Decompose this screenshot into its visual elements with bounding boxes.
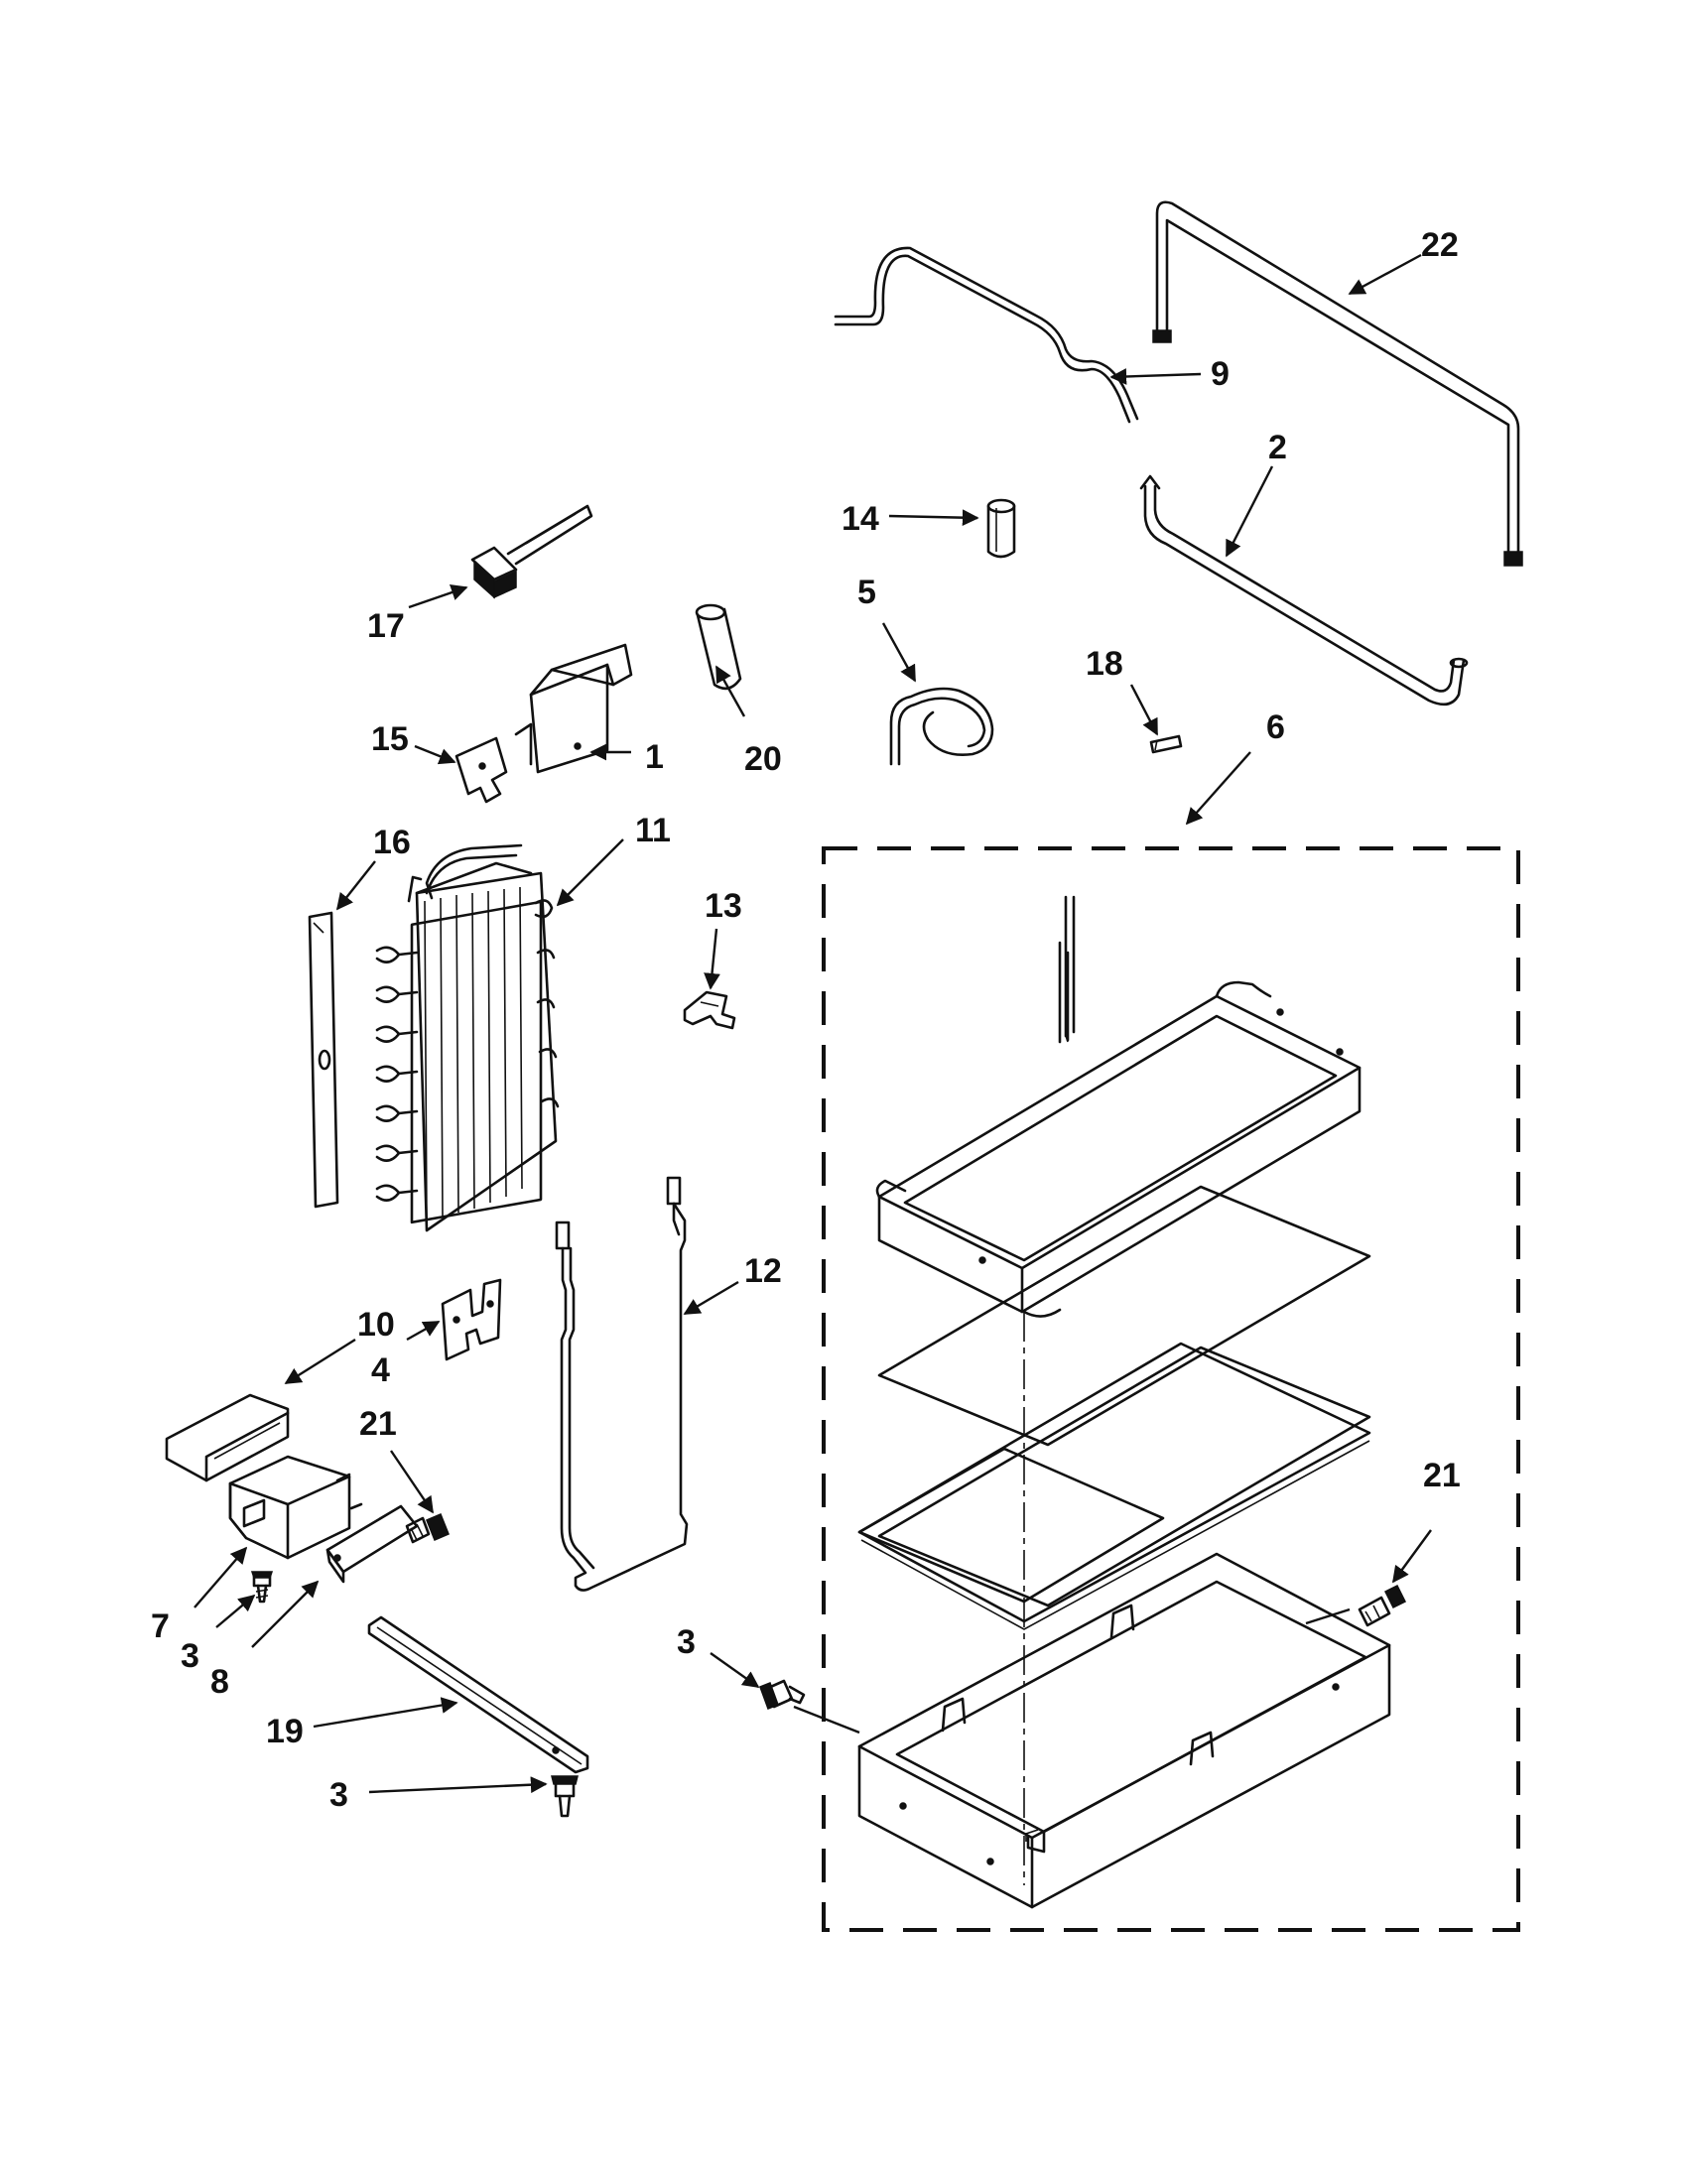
callout-6: 6	[1266, 708, 1285, 746]
part-20-plug[interactable]	[695, 603, 742, 691]
callout-5: 5	[857, 574, 876, 611]
part-3-screw-c[interactable]	[551, 1775, 579, 1818]
part-22-tube[interactable]	[1152, 200, 1523, 567]
part-6-sheet-2[interactable]	[877, 1346, 1371, 1607]
callout-4: 4	[371, 1351, 390, 1389]
callout-7: 7	[151, 1607, 170, 1645]
callout-9: 9	[1211, 355, 1230, 393]
callout-13: 13	[705, 887, 742, 925]
part-15-plate[interactable]	[454, 736, 508, 804]
part-6-rod[interactable]	[1058, 895, 1076, 1044]
leader-lines	[194, 253, 1432, 1794]
callout-11: 11	[635, 812, 671, 849]
part-14-sleeve[interactable]	[986, 498, 1016, 559]
callouts: 22 9 2 14 5 18 6 17 20 15 1 16 11 13 12 …	[151, 226, 1461, 1814]
part-11-evaporator[interactable]	[375, 843, 560, 1232]
part-6-sheet-1[interactable]	[877, 1185, 1371, 1447]
callout-21b: 21	[1423, 1457, 1461, 1494]
callout-20: 20	[744, 740, 782, 778]
part-4-bracket[interactable]	[441, 1278, 502, 1361]
callout-14: 14	[842, 500, 879, 538]
part-21-screw-b[interactable]	[1358, 1584, 1407, 1627]
callout-3b: 3	[329, 1776, 348, 1814]
callout-2: 2	[1268, 429, 1287, 466]
part-21-screw-a[interactable]	[405, 1513, 450, 1544]
part-16-strip[interactable]	[308, 911, 339, 1209]
part-6-pan-lower[interactable]	[857, 1552, 1391, 1909]
callout-3c: 3	[677, 1623, 696, 1661]
part-7-box[interactable]	[228, 1455, 363, 1560]
part-13-clip[interactable]	[683, 990, 736, 1030]
part-6-assembly-box	[822, 846, 1520, 1932]
part-6-sheet-3[interactable]	[857, 1342, 1371, 1630]
part-1-bracket[interactable]	[514, 643, 633, 774]
callout-19: 19	[266, 1713, 304, 1750]
callout-22: 22	[1421, 226, 1459, 264]
callout-8: 8	[210, 1663, 229, 1701]
part-18-clip[interactable]	[1149, 734, 1183, 754]
part-6-tray-upper[interactable]	[875, 980, 1362, 1318]
callout-3a: 3	[181, 1637, 199, 1675]
callout-16: 16	[373, 824, 411, 861]
callout-15: 15	[371, 720, 409, 758]
part-19-strip[interactable]	[367, 1615, 589, 1774]
callout-1: 1	[645, 738, 664, 776]
part-12-harness[interactable]	[555, 1176, 689, 1592]
part-8-plate[interactable]	[325, 1504, 419, 1584]
callout-17: 17	[367, 607, 405, 645]
callout-18: 18	[1086, 645, 1123, 683]
part-17-tie[interactable]	[470, 504, 593, 599]
callout-10: 10	[357, 1306, 395, 1344]
part-9-tube[interactable]	[834, 246, 1139, 424]
callout-12: 12	[744, 1252, 782, 1290]
callout-21a: 21	[359, 1405, 397, 1443]
part-10-label[interactable]	[165, 1393, 290, 1482]
part-5-loop[interactable]	[889, 687, 994, 766]
part-3-screw-a[interactable]	[250, 1571, 274, 1604]
part-3-screw-b[interactable]	[759, 1679, 806, 1710]
part-2-tube[interactable]	[1139, 474, 1469, 707]
